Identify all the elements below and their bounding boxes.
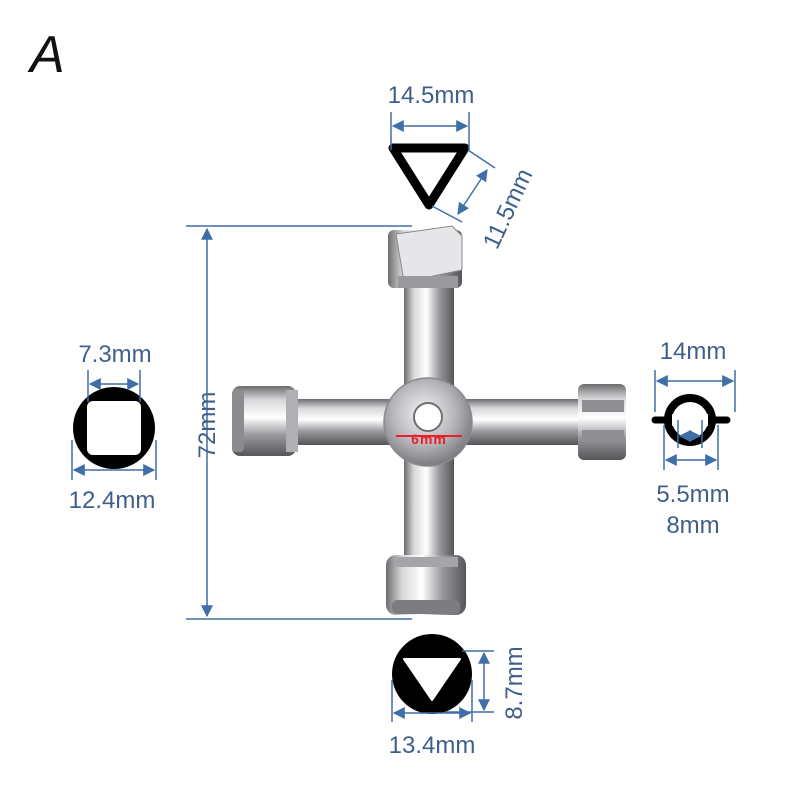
top-triangle-side-label: 11.5mm [478,165,538,253]
right-round-outer-label: 14mm [660,338,727,365]
key-hub-hole [413,402,443,432]
bottom-triangle-hole [403,658,461,701]
left-square-hole [87,401,141,455]
bottom-triangle-width-label: 13.4mm [389,732,476,759]
right-round-pin-gap [672,414,708,426]
top-triangle-shape [388,143,470,210]
key-bottom-head [386,555,466,615]
left-square-outer-label: 12.4mm [69,487,156,514]
bottom-triangle-height-label: 8.7mm [501,646,528,719]
right-round-inner-label: 5.5mm [656,481,729,508]
center-hole-label: 6mm [411,431,447,447]
length-dimension: 72mm [186,225,412,620]
bottom-triangle-profile: 8.7mm 13.4mm [389,634,528,759]
top-triangle-profile: 14.5mm 11.5mm [388,82,539,253]
key-top-head [388,225,463,288]
top-triangle-side-ext-b [431,205,463,223]
right-round-pin-label: 8mm [666,512,719,539]
right-round-profile: 14mm 5.5mm 8mm [651,338,736,539]
top-triangle-width-label: 14.5mm [388,82,475,109]
cross-key: 6mm [232,225,626,615]
key-left-head [232,386,298,456]
key-right-head [578,384,626,460]
left-square-profile: 7.3mm 12.4mm [69,341,157,514]
left-square-inner-label: 7.3mm [78,341,151,368]
top-triangle-side-line [457,168,488,216]
panel-letter: A [27,26,65,84]
top-triangle-side-ext-a [467,149,496,169]
length-label: 72mm [194,392,221,459]
